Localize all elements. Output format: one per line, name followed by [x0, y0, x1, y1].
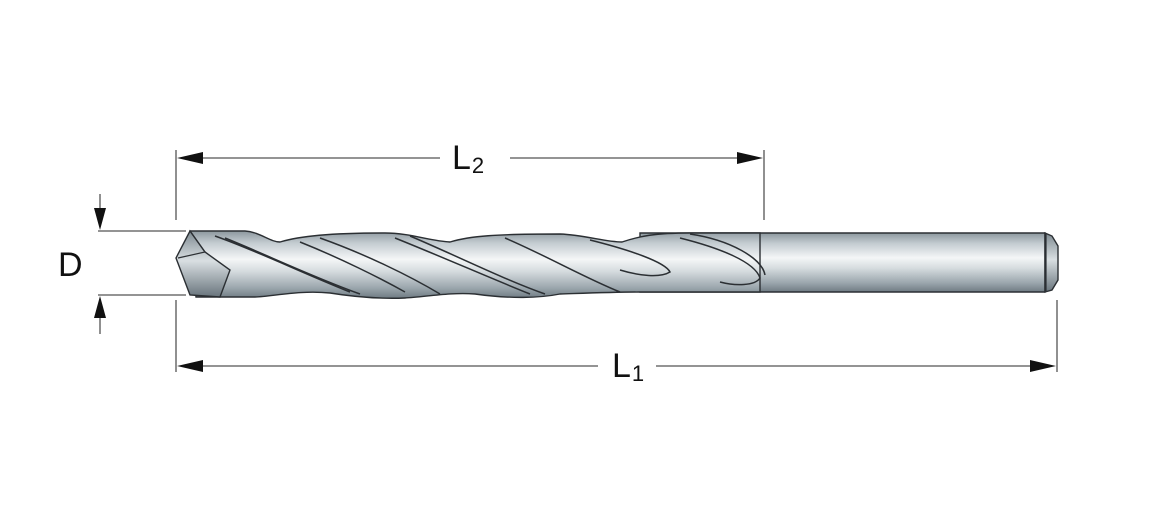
- extension-lines: [98, 150, 1058, 372]
- dimension-label-l2: L2: [446, 141, 491, 177]
- arrowhead-right-icon: [1030, 360, 1056, 372]
- flute-edges: [214, 233, 766, 295]
- arrowhead-left-icon: [177, 152, 203, 164]
- dimension-label-l1: L1: [606, 349, 651, 385]
- l2-dimension: [177, 152, 763, 164]
- arrowhead-right-icon: [737, 152, 763, 164]
- arrowhead-left-icon: [177, 360, 203, 372]
- arrowhead-down-icon: [94, 208, 106, 230]
- drill-bit: [175, 229, 1059, 299]
- dimension-label-d: D: [58, 246, 83, 284]
- d-dimension: [94, 194, 106, 334]
- arrowhead-up-icon: [94, 296, 106, 318]
- l1-dimension: [177, 360, 1056, 372]
- drill-shank-end: [1044, 231, 1059, 293]
